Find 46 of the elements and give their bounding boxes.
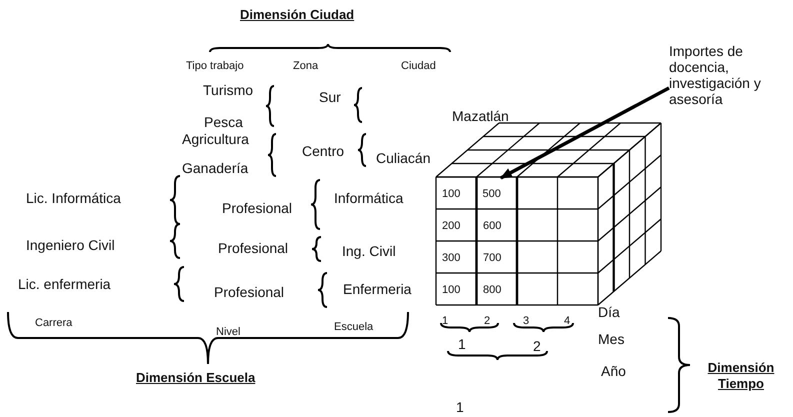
axis-number: 3: [523, 314, 530, 329]
hierarchy-item: Informática: [334, 190, 404, 206]
hierarchy-item: Profesional: [214, 284, 284, 300]
cell-value: 200: [442, 219, 460, 234]
dimension-title: Dimensión Ciudad: [240, 7, 354, 23]
hierarchy-item: Pesca: [204, 114, 243, 130]
axis-number: 4: [564, 314, 570, 329]
dimension-title: Dimensión Escuela: [136, 370, 256, 386]
hierarchy-item: Profesional: [222, 200, 292, 216]
axis-number: 1: [456, 399, 464, 415]
hierarchy-item: Año: [601, 363, 626, 379]
hierarchy-item: Ganadería: [182, 160, 248, 176]
cell-value: 800: [483, 283, 502, 298]
dimension-title: Dimensión Tiempo: [706, 360, 776, 392]
hierarchy-item: Mazatlán: [452, 108, 509, 124]
axis-number: 2: [533, 338, 541, 354]
hierarchy-item: Agricultura: [182, 131, 249, 147]
cell-value: 700: [483, 251, 502, 266]
cell-value: 300: [442, 251, 460, 266]
note-text: Importes de docencia, investigación y asesoría: [669, 43, 762, 107]
hierarchy-item: Ing. Civil: [342, 243, 396, 259]
column-heading: Zona: [293, 59, 318, 74]
cell-value: 100: [442, 283, 460, 298]
hierarchy-item: Culiacán: [376, 150, 430, 166]
hierarchy-item: Centro: [302, 143, 344, 159]
column-heading: Nivel: [216, 325, 240, 340]
table-cell-text: 500: [482, 187, 502, 202]
column-heading: Carrera: [35, 316, 72, 331]
hierarchy-item: Lic. enfermeria: [18, 276, 111, 292]
cell-value: 600: [483, 219, 502, 234]
cell-value: 100: [442, 187, 460, 202]
column-heading: Ciudad: [401, 59, 436, 74]
hierarchy-item: Turismo: [203, 82, 254, 98]
axis-number: 1: [442, 314, 448, 329]
hierarchy-item: Enfermeria: [343, 281, 412, 297]
hierarchy-item: Lic. Informática: [26, 190, 121, 206]
axis-number: 2: [484, 314, 490, 329]
hierarchy-item: Ingeniero Civil: [26, 237, 115, 253]
hierarchy-item: Profesional: [218, 240, 288, 256]
axis-number: 1: [458, 336, 466, 352]
column-heading: Escuela: [334, 320, 374, 335]
hierarchy-item: Sur: [319, 89, 341, 105]
hierarchy-item: Mes: [598, 331, 624, 347]
hierarchy-item: Día: [598, 304, 620, 320]
column-heading: Tipo trabajo: [186, 59, 244, 74]
arrow: [500, 86, 670, 180]
